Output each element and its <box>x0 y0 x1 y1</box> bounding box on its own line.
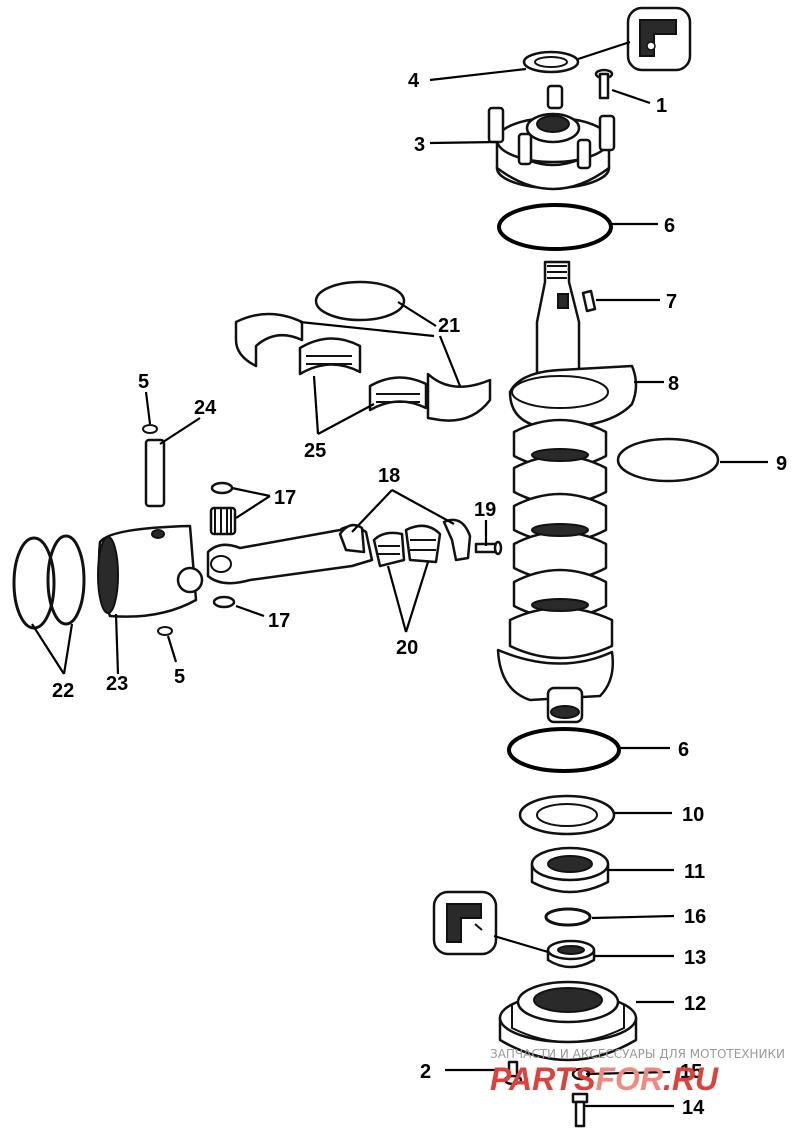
callout-21: 21 <box>438 315 460 337</box>
callout-17-upper: 17 <box>274 487 296 509</box>
lower-o-ring <box>507 727 621 773</box>
leader-lines <box>31 67 768 1108</box>
callout-19: 19 <box>474 499 496 521</box>
callout-15: 15 <box>680 1061 702 1083</box>
callout-6-lower: 6 <box>678 739 689 761</box>
lower-bearing-gasket <box>518 794 616 836</box>
piston-pin-retainer-lower <box>157 626 173 636</box>
watermark-tagline: ЗАПЧАСТИ И АКСЕССУАРЫ ДЛЯ МОТОТЕХНИКИ <box>490 1047 785 1061</box>
piston-pin-retainer-upper <box>142 424 158 434</box>
callout-6-upper: 6 <box>664 215 675 237</box>
watermark-logo-ru: .RU <box>663 1061 719 1097</box>
callout-13: 13 <box>684 947 706 969</box>
callout-14: 14 <box>682 1097 705 1119</box>
callout-1: 1 <box>656 95 667 117</box>
upper-bearing-screw <box>594 68 614 100</box>
upper-oil-seal <box>522 50 580 74</box>
watermark-logo-parts: PARTS <box>490 1061 596 1097</box>
callout-11: 11 <box>684 861 705 883</box>
callout-9: 9 <box>776 453 787 475</box>
callout-3: 3 <box>414 134 425 156</box>
upper-o-ring <box>497 203 613 251</box>
connecting-rod-caps <box>338 518 472 562</box>
piston-rings <box>12 534 86 630</box>
watermark-logo: PARTSFOR.RU <box>490 1061 719 1097</box>
callout-12: 12 <box>684 993 706 1015</box>
main-needle-bearing-cages <box>298 337 428 412</box>
callout-5-lower: 5 <box>174 666 185 688</box>
callout-17-lower: 17 <box>268 610 290 632</box>
connecting-rod-screw <box>474 540 503 556</box>
callout-20: 20 <box>396 637 418 659</box>
lower-bearing-housing <box>498 980 638 1062</box>
piston-pin-washers-and-bearing <box>209 481 237 609</box>
callout-23: 23 <box>106 673 128 695</box>
piston-pin <box>144 438 166 508</box>
callout-numbers: 1 2 3 4 5 5 6 6 7 8 9 10 11 12 13 14 15 … <box>52 70 787 1119</box>
callout-4: 4 <box>408 70 420 92</box>
watermark-logo-for: FOR <box>596 1061 664 1097</box>
callout-5-upper: 5 <box>138 371 149 393</box>
crankshaft <box>496 260 638 724</box>
callout-22: 22 <box>52 680 74 702</box>
lower-housing-bolt <box>571 1092 589 1128</box>
callout-18: 18 <box>378 465 400 487</box>
callout-24: 24 <box>194 397 217 419</box>
lower-oil-seal <box>546 939 596 969</box>
crankshaft-seal-ring <box>616 437 720 483</box>
callout-2: 2 <box>420 1061 431 1083</box>
seal-detail-inset-top <box>574 6 692 72</box>
seal-detail-inset-bottom <box>432 890 549 956</box>
callout-8: 8 <box>668 373 679 395</box>
woodruff-key <box>581 289 597 313</box>
upper-bearing-housing <box>487 84 616 191</box>
callout-10: 10 <box>682 804 704 826</box>
watermark: ЗАПЧАСТИ И АКСЕССУАРЫ ДЛЯ МОТОТЕХНИКИ PA… <box>490 1047 785 1097</box>
callout-25: 25 <box>304 440 326 462</box>
crankshaft-throws <box>508 418 614 660</box>
lower-ball-bearing <box>530 846 610 894</box>
callout-7: 7 <box>666 291 677 313</box>
bearing-retaining-ring <box>544 907 592 927</box>
piston <box>97 524 204 618</box>
callout-16: 16 <box>684 906 706 928</box>
rod-needle-bearing-cages <box>372 524 442 568</box>
main-bearing-races <box>234 280 492 422</box>
